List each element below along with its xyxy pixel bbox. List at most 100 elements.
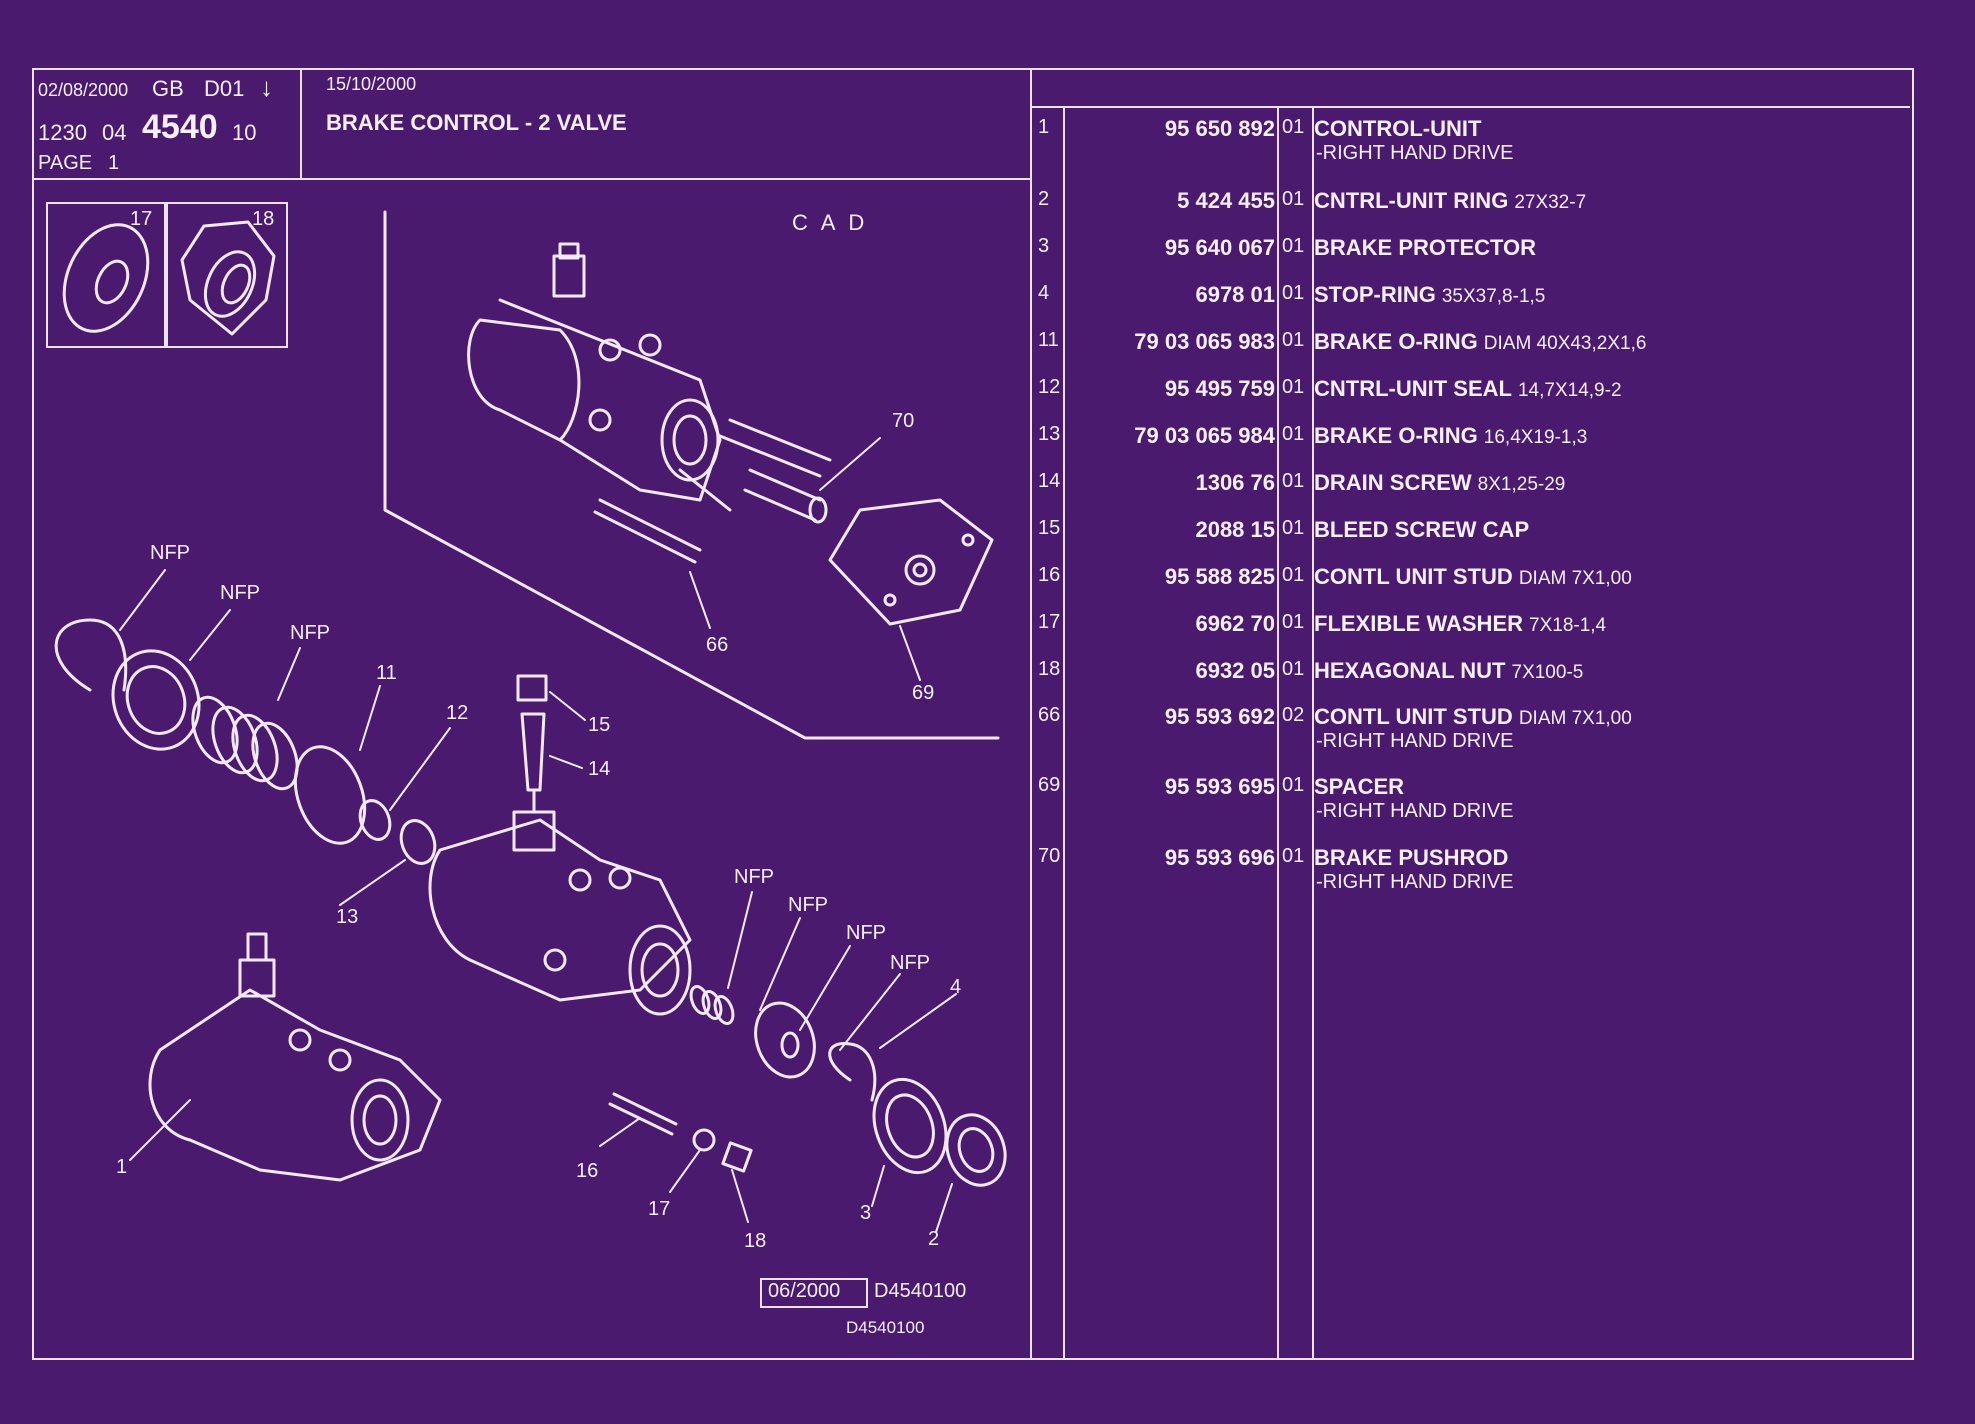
part-name: SPACER [1314, 774, 1405, 799]
part-name: CNTRL-UNIT RING [1314, 188, 1509, 213]
callout-16: 16 [576, 1160, 599, 1182]
page-title: BRAKE CONTROL - 2 VALVE [326, 110, 627, 135]
header-bottom-divider [32, 178, 1030, 180]
callout-3: 3 [860, 1202, 872, 1224]
callout-nfp-2: NFP [220, 582, 260, 604]
nut-18-icon [723, 1143, 751, 1171]
part-description: BLEED SCREW CAP [1314, 517, 1529, 543]
quantity: 01 [1282, 423, 1305, 445]
header-ref-a: 1230 [38, 120, 87, 145]
part-variant-note: -RIGHT HAND DRIVE [1316, 871, 1514, 893]
o-ring-11-icon [283, 737, 377, 853]
quantity: 01 [1282, 774, 1305, 796]
part-name: BRAKE PROTECTOR [1314, 235, 1537, 260]
part-spec: 7X100-5 [1511, 662, 1584, 683]
item-number: 17 [1038, 611, 1061, 633]
brake-protector-icon [862, 1069, 959, 1182]
callout-14: 14 [588, 758, 611, 780]
quantity: 01 [1282, 564, 1305, 586]
flexible-washer-icon [48, 211, 164, 345]
callout-1: 1 [116, 1156, 128, 1178]
header-vertical-divider [300, 68, 302, 180]
stop-ring-left-icon [56, 620, 126, 690]
part-variant-note: -RIGHT HAND DRIVE [1316, 800, 1514, 822]
callout-nfp-5: NFP [788, 894, 828, 916]
spacer-icon [830, 500, 992, 624]
control-unit-icon [150, 934, 440, 1180]
part-spec: 16,4X19-1,3 [1483, 427, 1588, 448]
callout-13: 13 [336, 906, 359, 928]
callout-nfp-6: NFP [846, 922, 886, 944]
callout-69: 69 [912, 682, 935, 704]
part-spec: 7X18-1,4 [1529, 615, 1607, 636]
part-name: CONTL UNIT STUD [1314, 564, 1513, 589]
part-name: FLEXIBLE WASHER [1314, 611, 1524, 636]
callout-2: 2 [928, 1228, 940, 1250]
callout-12: 12 [446, 702, 469, 724]
item-number: 4 [1038, 282, 1050, 304]
part-number: 95 588 825 [1164, 564, 1275, 589]
item-number: 3 [1038, 235, 1050, 257]
item-number: 18 [1038, 658, 1061, 680]
stamp-date: 06/2000 [768, 1280, 841, 1302]
part-number: 95 495 759 [1164, 376, 1275, 401]
spring-icon [185, 691, 306, 795]
inset-box-18 [164, 202, 288, 348]
quantity: 01 [1282, 376, 1305, 398]
drain-screw-icon [522, 714, 544, 790]
part-name: HEXAGONAL NUT [1314, 658, 1506, 683]
quantity: 01 [1282, 517, 1305, 539]
callout-18: 18 [744, 1230, 767, 1252]
part-spec: DIAM 7X1,00 [1518, 708, 1632, 729]
table-header-divider [1030, 106, 1910, 108]
page-number: 1 [108, 152, 120, 174]
quantity: 01 [1282, 611, 1305, 633]
cntrl-unit-ring-icon [937, 1107, 1014, 1194]
main-control-unit-icon [430, 812, 690, 1014]
item-number: 1 [1038, 116, 1050, 138]
part-number: 2088 15 [1195, 517, 1275, 542]
item-number: 16 [1038, 564, 1061, 586]
washer-17-icon [694, 1130, 714, 1150]
disc-icon [746, 995, 825, 1086]
quantity: 01 [1282, 188, 1305, 210]
sheet-frame [32, 68, 1914, 1360]
part-spec: DIAM 40X43,2X1,6 [1483, 333, 1647, 354]
small-spring-icon [688, 984, 737, 1026]
part-variant-note: -RIGHT HAND DRIVE [1316, 142, 1514, 164]
quantity: 01 [1282, 658, 1305, 680]
callout-4: 4 [950, 976, 962, 998]
part-number: 6932 05 [1195, 658, 1275, 683]
o-ring-13-icon [395, 816, 440, 868]
part-spec: 35X37,8-1,5 [1441, 286, 1546, 307]
cad-region-outline [385, 212, 998, 738]
part-spec: 27X32-7 [1514, 192, 1587, 213]
page-label: PAGE [38, 152, 93, 174]
part-name: CONTROL-UNIT [1314, 116, 1482, 141]
item-number: 13 [1038, 423, 1061, 445]
table-col-divider-3 [1312, 106, 1314, 1358]
cad-control-unit-icon [469, 244, 830, 510]
cad-stud-icon [595, 500, 700, 562]
part-number: 95 593 696 [1164, 845, 1275, 870]
part-name: CNTRL-UNIT SEAL [1314, 376, 1512, 401]
item-number: 66 [1038, 704, 1061, 726]
item-number: 2 [1038, 188, 1050, 210]
part-number: 6978 01 [1195, 282, 1275, 307]
